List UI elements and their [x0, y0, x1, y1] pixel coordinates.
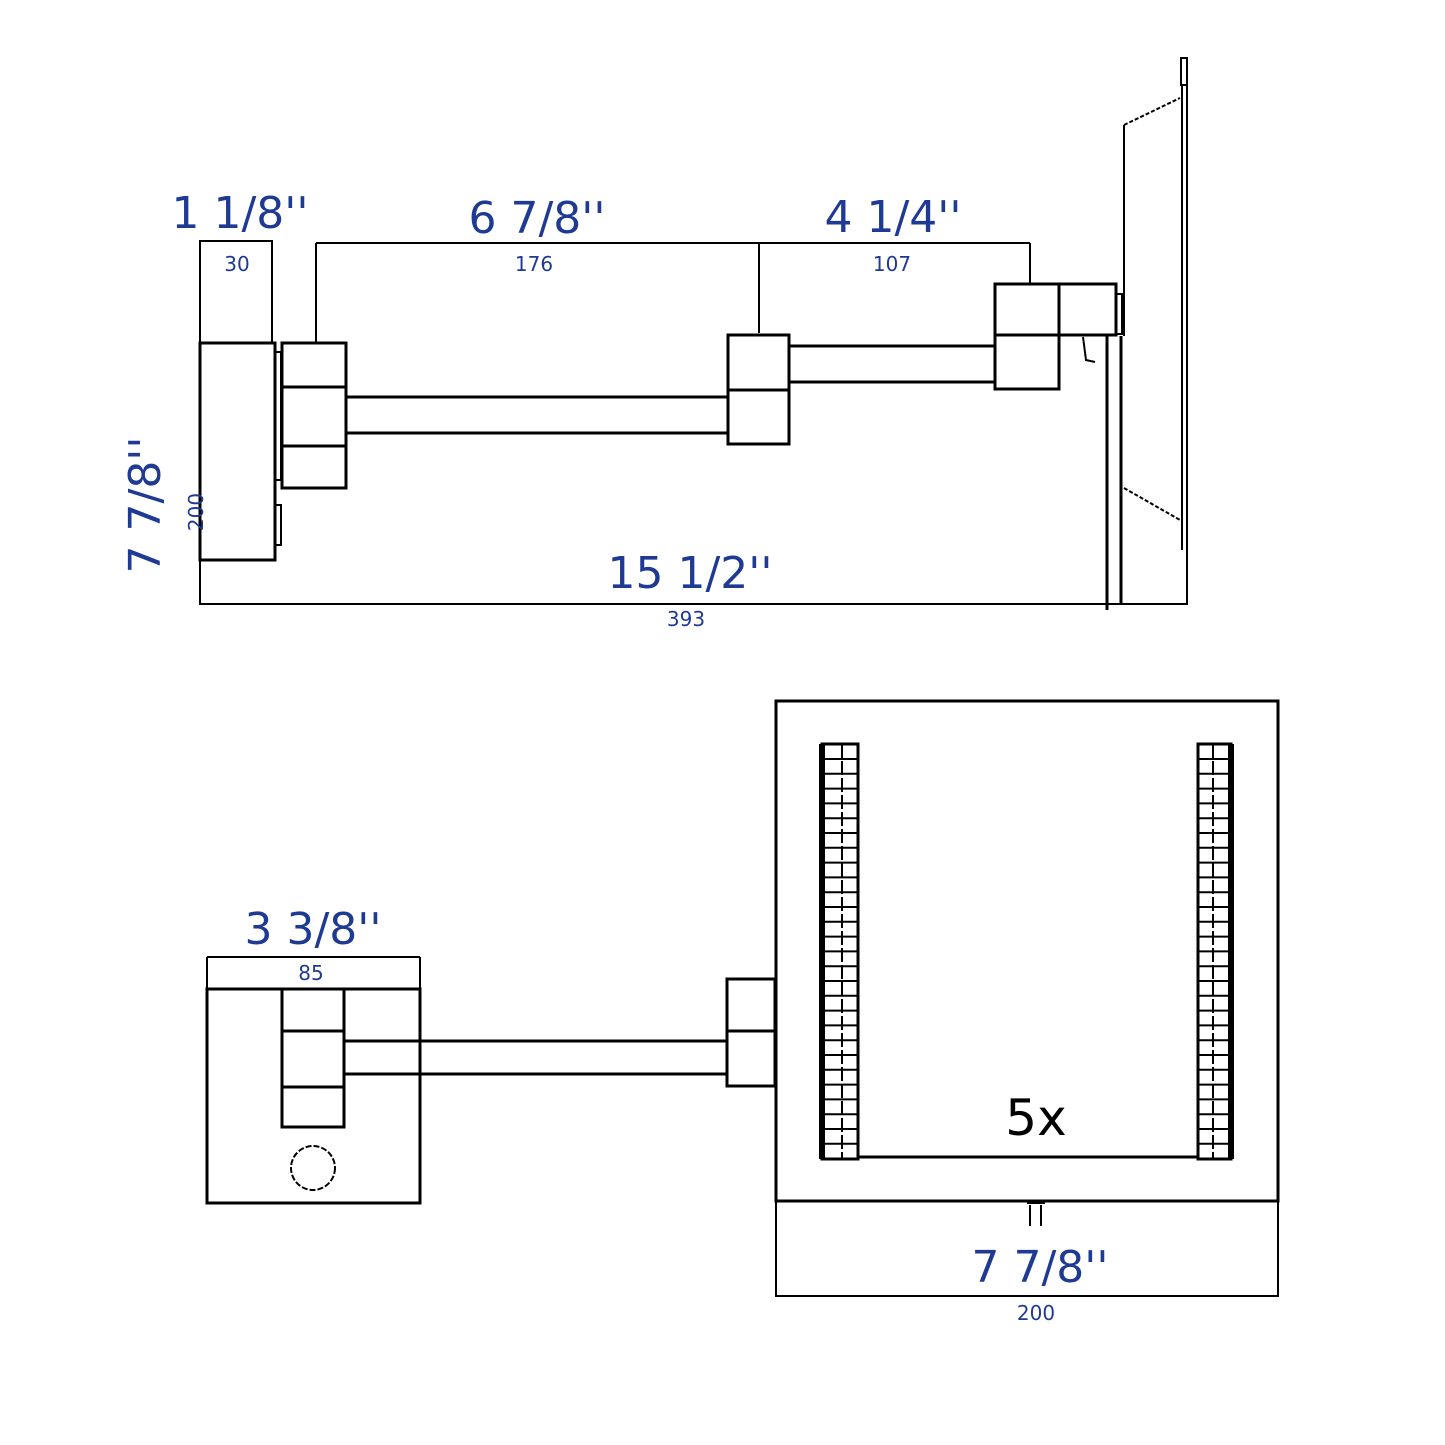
base-button — [274, 504, 282, 546]
hinge-block-1 — [280, 341, 348, 490]
mirror-bracket — [1059, 282, 1118, 337]
dim-total-metric: 393 — [667, 607, 705, 631]
dim-arm2-imperial: 4 1/4'' — [825, 192, 962, 243]
dim-arm2-metric: 107 — [873, 252, 911, 276]
dim-arm1-imperial: 6 7/8'' — [469, 193, 606, 244]
led-strip-left — [819, 742, 860, 1161]
wall-base-plate — [198, 341, 277, 562]
dim-base-width-metric: 85 — [298, 961, 323, 985]
dim-base-height-imperial: 7 7/8'' — [120, 437, 171, 574]
dim-total-imperial: 15 1/2'' — [608, 548, 773, 599]
power-button-icon — [290, 1145, 336, 1191]
magnification-label: 5x — [1005, 1089, 1066, 1147]
front-view: 5x 3 3/8'' 85 7 7/8'' 200 — [205, 699, 1280, 1325]
dim-base-height-metric: 200 — [184, 493, 208, 531]
mirror-face — [774, 699, 1280, 1203]
dim-base-depth-imperial: 1 1/8'' — [172, 188, 309, 239]
side-view: 1 1/8'' 30 6 7/8'' 176 4 1/4'' 107 7 7/8… — [120, 57, 1188, 631]
dim-base-depth-metric: 30 — [224, 252, 249, 276]
mirror-glass — [1180, 57, 1188, 86]
base-mount-strip — [274, 351, 282, 481]
dim-base-width-imperial: 3 3/8'' — [245, 904, 382, 955]
front-wall-plate — [205, 987, 422, 1205]
led-strip-right — [1196, 742, 1234, 1161]
front-hinge-block — [280, 987, 346, 1129]
dim-arm1-metric: 176 — [515, 252, 553, 276]
dim-mirror-width-imperial: 7 7/8'' — [972, 1242, 1109, 1293]
dim-mirror-width-metric: 200 — [1017, 1301, 1055, 1325]
